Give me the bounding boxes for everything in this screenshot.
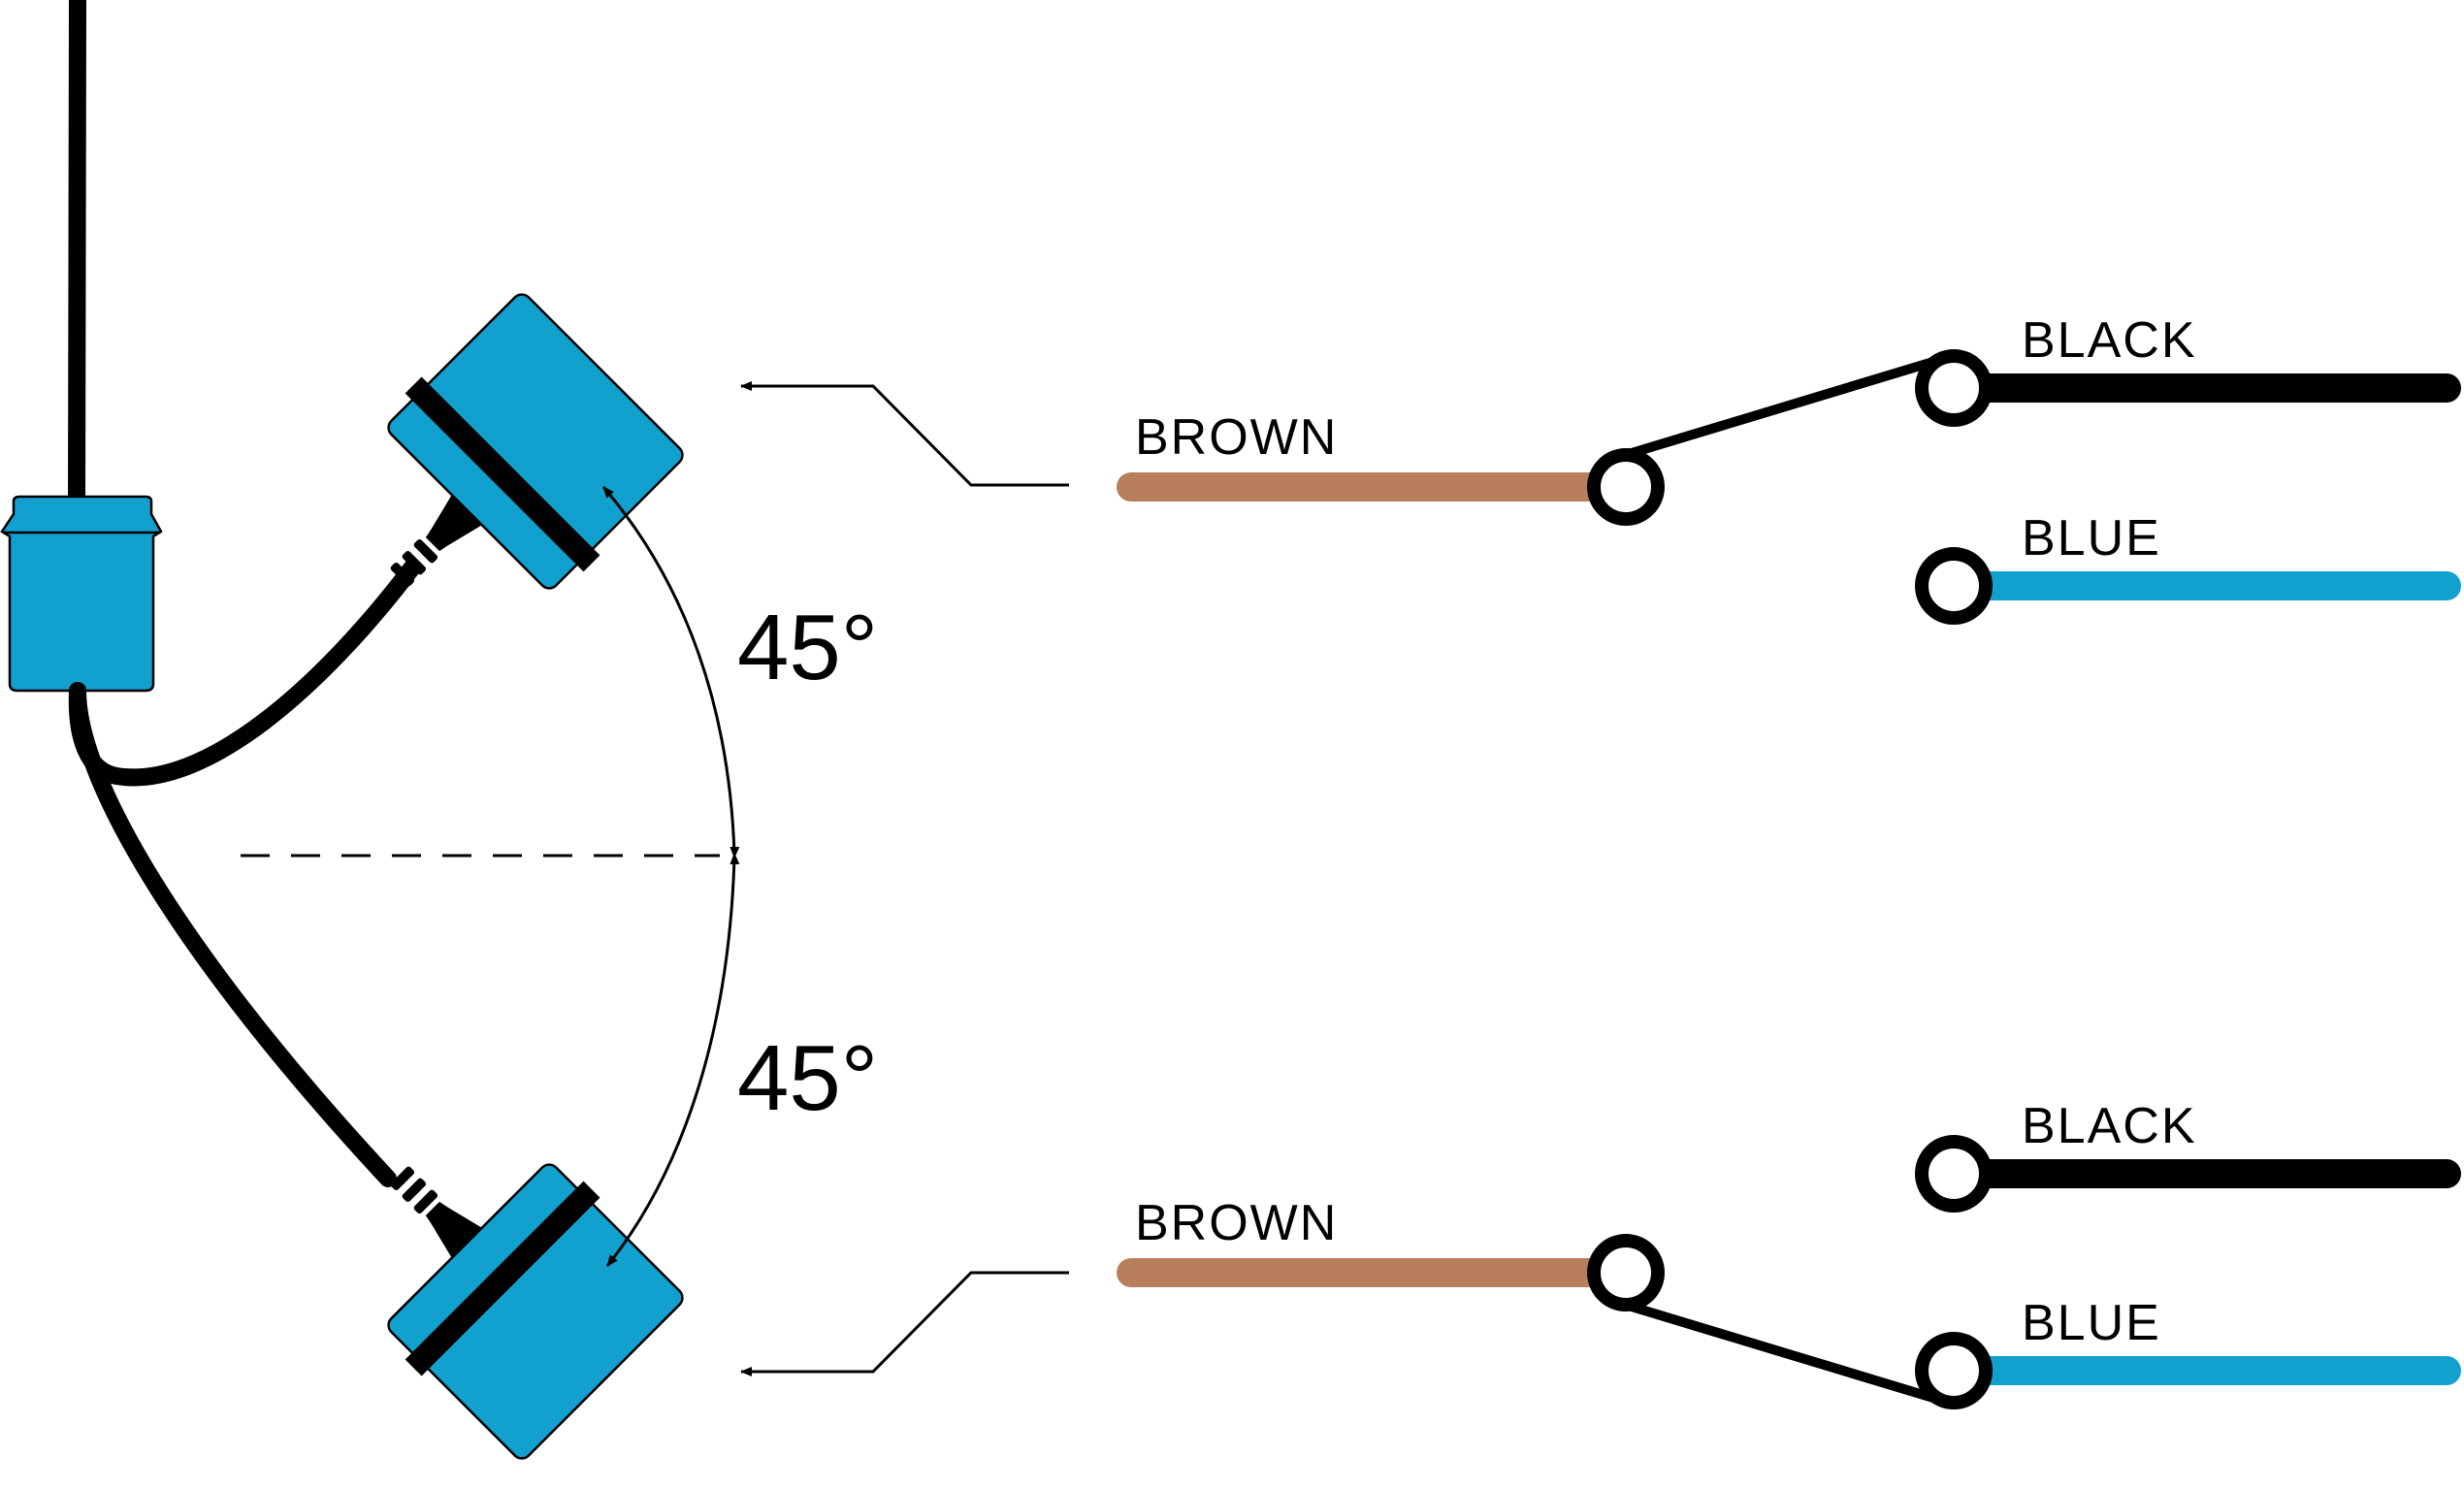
- upper-blue-label: BLUE: [2022, 510, 2161, 566]
- upper-switch-schematic: BROWN BLACK BLUE: [1117, 312, 2461, 625]
- upper-float-core-bar: [405, 376, 600, 572]
- suspension-cable: [68, 0, 86, 505]
- lower-float-cable: [69, 682, 397, 1187]
- upper-common-terminal: [1587, 448, 1665, 526]
- lower-float-cable-gland: [425, 1201, 482, 1258]
- upper-switch-lever: [1617, 356, 1941, 461]
- lower-angle-label: 45°: [737, 1026, 878, 1130]
- upper-float-body: [387, 293, 684, 590]
- lower-leader-line: [740, 1271, 1069, 1376]
- upper-blue-terminal: [1915, 547, 1993, 625]
- lower-common-terminal: [1587, 1234, 1665, 1311]
- upper-black-label: BLACK: [2022, 312, 2197, 369]
- lower-brown-label: BROWN: [1135, 1195, 1338, 1251]
- lower-black-label: BLACK: [2022, 1098, 2197, 1154]
- lower-blue-terminal: [1915, 1332, 1993, 1409]
- lower-switch-schematic: BROWN BLACK BLUE: [1117, 1098, 2461, 1409]
- upper-float-cable-gland: [425, 495, 482, 552]
- lower-switch-lever: [1617, 1299, 1941, 1404]
- upper-brown-label: BROWN: [1135, 409, 1338, 466]
- counterweight: [0, 495, 163, 693]
- lower-float-core-bar: [405, 1181, 600, 1376]
- upper-angle-label: 45°: [737, 596, 878, 699]
- upper-angle-arc: [601, 486, 740, 865]
- lower-float-body: [387, 1163, 684, 1460]
- upper-float-grommets: [390, 538, 438, 587]
- upper-black-terminal: [1915, 349, 1993, 427]
- upper-leader-line: [740, 381, 1069, 487]
- counterweight-body: [0, 495, 163, 693]
- lower-blue-label: BLUE: [2022, 1295, 2161, 1351]
- lower-black-terminal: [1915, 1135, 1993, 1213]
- lower-float-grommets: [390, 1166, 438, 1214]
- lower-angle-arc: [605, 846, 740, 1267]
